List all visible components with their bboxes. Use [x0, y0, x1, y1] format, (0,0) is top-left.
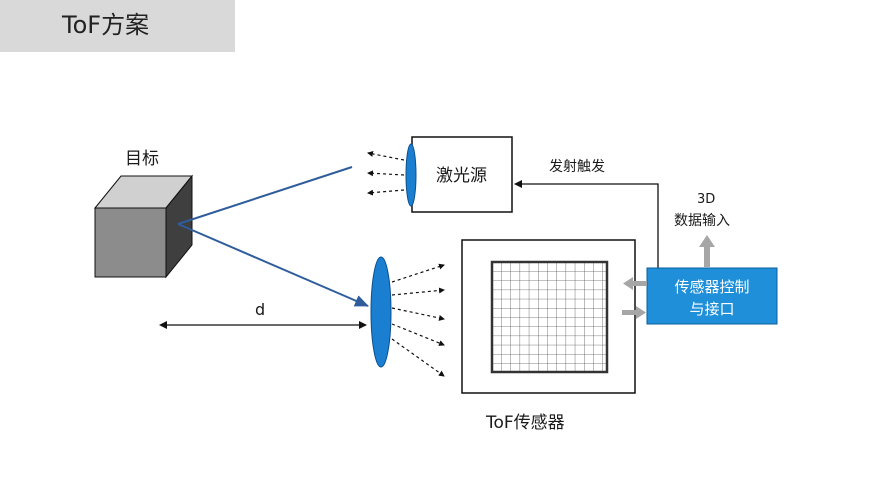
controller-label-line2: 与接口 [689, 300, 734, 318]
data-input-label-3d: 3D [697, 192, 715, 207]
receiver-dashed-arrows [391, 263, 445, 377]
data-input-arrow [699, 235, 715, 267]
laser-source-label: 激光源 [436, 166, 487, 186]
laser-emission-arrows [367, 151, 405, 196]
title-bar: ToF方案 [0, 0, 235, 52]
page-title: ToF方案 [62, 11, 150, 39]
trigger-line [514, 180, 659, 268]
target-label: 目标 [125, 149, 159, 169]
controller-box [646, 267, 778, 325]
controller-label-line1: 传感器控制 [674, 278, 749, 296]
distance-label: d [255, 300, 265, 319]
laser-lens [405, 143, 417, 207]
sensor-label: ToF传感器 [485, 413, 565, 433]
receiver-lens [370, 256, 392, 368]
sensor-grid [490, 260, 609, 374]
return-ray [177, 223, 369, 307]
target-cube [93, 174, 194, 279]
emit-ray [177, 166, 353, 225]
data-input-label: 数据输入 [674, 213, 730, 229]
sensor-controller-arrows [622, 277, 647, 319]
trigger-label: 发射触发 [549, 159, 605, 175]
laser-source-box [411, 136, 513, 213]
